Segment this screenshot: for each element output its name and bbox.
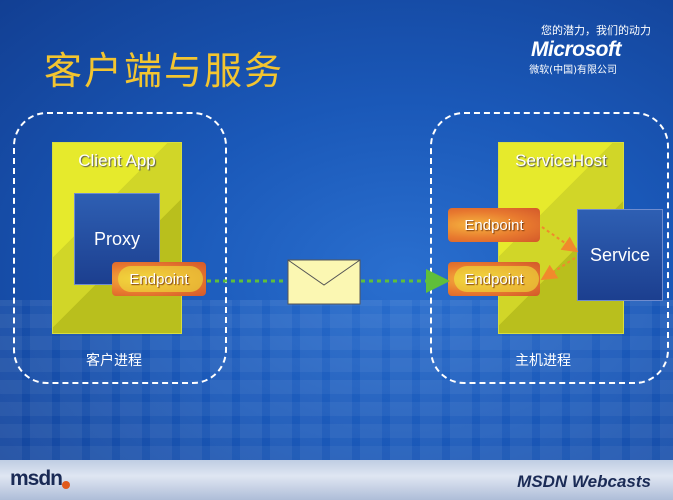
connector-layer [207, 226, 579, 293]
service-host-title: ServiceHost [515, 151, 607, 170]
client-app-box: Client App [52, 142, 182, 334]
host-endpoint-bottom-label: Endpoint [464, 270, 524, 288]
msdn-logo-swoosh [62, 481, 70, 489]
msdn-webcasts-label: MSDN Webcasts [517, 472, 651, 491]
host-endpoint-bottom: Endpoint [448, 262, 540, 296]
client-process-region [13, 112, 227, 384]
host-endpoint-top: Endpoint [448, 208, 540, 242]
footer-bar: msdn MSDN Webcasts [0, 460, 673, 500]
message-envelope-icon [287, 259, 361, 305]
client-app-title: Client App [78, 151, 156, 170]
service-link-bottom [540, 257, 576, 281]
host-process-region [430, 112, 669, 384]
service-label: Service [589, 244, 651, 265]
microsoft-logo: Microsoft [531, 38, 622, 61]
host-process-label: 主机进程 [515, 353, 571, 369]
brand-subtitle: 微软(中国)有限公司 [529, 65, 617, 76]
endpoint-glow [118, 266, 203, 292]
client-process-label: 客户进程 [86, 353, 142, 369]
client-endpoint-label: Endpoint [129, 270, 189, 288]
proxy-label: Proxy [93, 228, 140, 249]
endpoint-glow [454, 266, 539, 292]
msdn-logo: msdn [10, 467, 63, 490]
service-link-top [541, 226, 579, 253]
slide-title: 客户端与服务 [44, 49, 285, 93]
client-endpoint: Endpoint [112, 262, 206, 296]
host-endpoint-top-label: Endpoint [464, 216, 524, 234]
service-box: Service [577, 209, 663, 301]
brand-tagline: 您的潜力，我们的动力 [541, 24, 651, 37]
